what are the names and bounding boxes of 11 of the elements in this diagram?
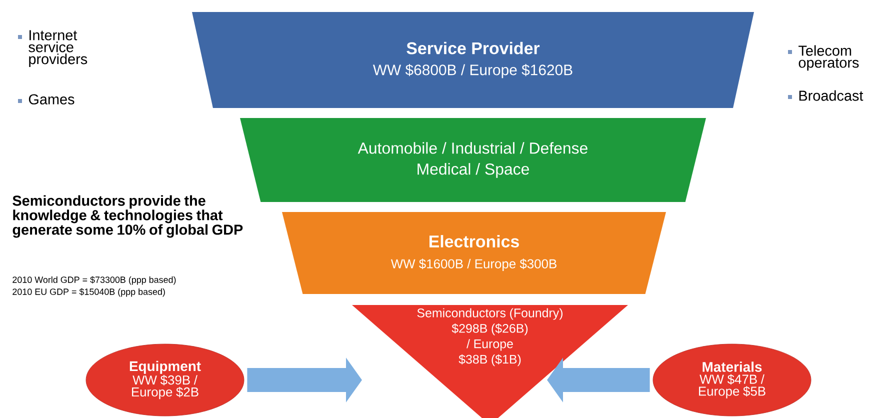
band-trapezoid: Automobile / Industrial / Defense Medical / Space	[240, 118, 706, 202]
bullet-item: Internet service providers	[18, 30, 88, 68]
note-text: 2010 World GDP = $73300B (ppp based)	[12, 276, 176, 285]
note-text: Semiconductors provide the knowledge & technologies that generate some 10% of global GDP	[12, 195, 243, 238]
bullet-item: Telecom operators	[788, 45, 859, 71]
band-trapezoid: Electronics WW $1600B / Europe $300B	[282, 212, 666, 294]
note-text: 2010 EU GDP = $15040B (ppp based)	[12, 288, 165, 297]
bullet-item: Broadcast	[788, 90, 864, 101]
band-trapezoid: Service Provider WW $6800B / Europe $1620B	[192, 12, 754, 108]
bullet-item: Games	[18, 94, 74, 104]
semiconductor-triangle: Semiconductors (Foundry) $298B ($26B) / Europe $38B ($1B)	[352, 305, 628, 418]
